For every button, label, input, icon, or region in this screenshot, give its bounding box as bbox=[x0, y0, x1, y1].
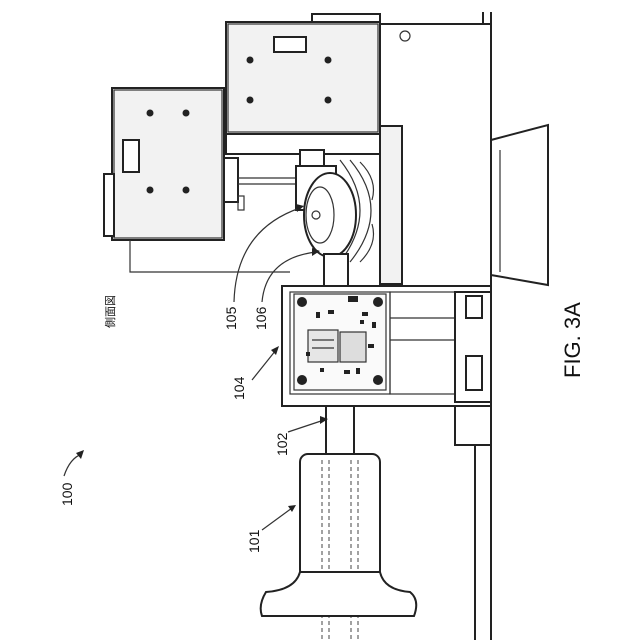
shaft bbox=[326, 406, 354, 454]
label-106: 106 bbox=[253, 306, 269, 330]
wedge-bracket bbox=[491, 125, 548, 285]
label-104: 104 bbox=[231, 376, 247, 400]
cable bbox=[130, 240, 290, 272]
label-102: 102 bbox=[274, 432, 290, 456]
arrow-100 bbox=[76, 450, 84, 459]
arrow-101 bbox=[288, 505, 296, 512]
handle bbox=[261, 454, 417, 640]
figure-label: FIG. 3A bbox=[560, 302, 585, 378]
roller-assembly bbox=[296, 150, 374, 286]
arrow-104 bbox=[271, 346, 279, 355]
label-100: 100 bbox=[59, 482, 75, 506]
label-101: 101 bbox=[246, 529, 262, 553]
circuit-board bbox=[294, 294, 386, 390]
label-105: 105 bbox=[223, 306, 239, 330]
side-view-caption: 側面図 bbox=[104, 295, 117, 328]
